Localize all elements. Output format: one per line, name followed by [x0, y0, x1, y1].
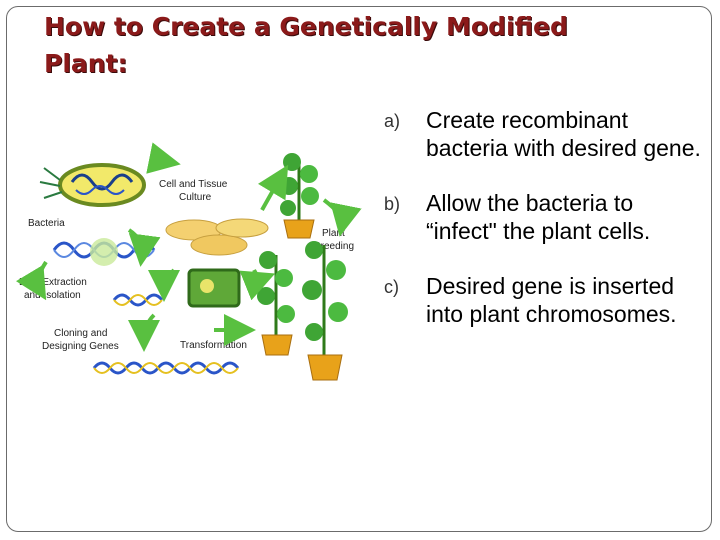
plant-bottom-right-icon — [302, 241, 348, 381]
label-cloning-1: Cloning and — [54, 328, 107, 339]
bullet-marker: c) — [384, 277, 399, 297]
label-cell-culture-2: Culture — [179, 192, 212, 203]
plant-bottom-left-icon — [257, 251, 295, 356]
petri-dish-icon — [165, 218, 269, 256]
bullet-item: b) Allow the bacteria to “infect" the pl… — [384, 189, 704, 245]
label-plant-breeding-1: Plant — [322, 228, 345, 239]
process-arrows — [15, 142, 362, 352]
label-dna-extraction-1: DNA Extraction — [19, 277, 87, 288]
highlight-gene-icon — [90, 238, 118, 266]
bullet-text: Allow the bacteria to “infect" the plant… — [426, 190, 651, 244]
title-line-2: Plant: — [44, 49, 128, 78]
label-cloning-2: Designing Genes — [42, 341, 119, 352]
label-transformation: Transformation — [180, 340, 247, 351]
gmo-process-illustration: Bacteria DNA Extraction and Isolation Cl… — [15, 142, 362, 381]
bullet-text: Desired gene is inserted into plant chro… — [426, 273, 677, 327]
plasmid-dna-icon — [112, 293, 164, 307]
label-plant-breeding-2: Breeding — [314, 241, 354, 252]
slide-title: How to Create a Genetically Modified Pla… — [44, 8, 644, 82]
plant-top-icon — [280, 153, 319, 239]
label-dna-extraction-2: and Isolation — [24, 290, 81, 301]
bullet-item: c) Desired gene is inserted into plant c… — [384, 272, 704, 328]
title-line-1: How to Create a Genetically Modified — [44, 12, 568, 41]
bacteria-icon — [39, 163, 146, 207]
bullet-list: a) Create recombinant bacteria with desi… — [384, 106, 704, 355]
bullet-item: a) Create recombinant bacteria with desi… — [384, 106, 704, 162]
label-cell-culture-1: Cell and Tissue — [159, 179, 228, 190]
slide-frame — [6, 6, 712, 532]
bullet-marker: b) — [384, 194, 401, 214]
label-bacteria: Bacteria — [28, 218, 65, 229]
gmo-process-diagram: Bacteria DNA Extraction and Isolation Cl… — [14, 130, 364, 390]
plant-cell-icon — [187, 268, 241, 308]
cloned-genes-icon — [92, 361, 240, 375]
bullet-text: Create recombinant bacteria with desired… — [426, 107, 701, 161]
bullet-marker: a) — [384, 111, 401, 131]
